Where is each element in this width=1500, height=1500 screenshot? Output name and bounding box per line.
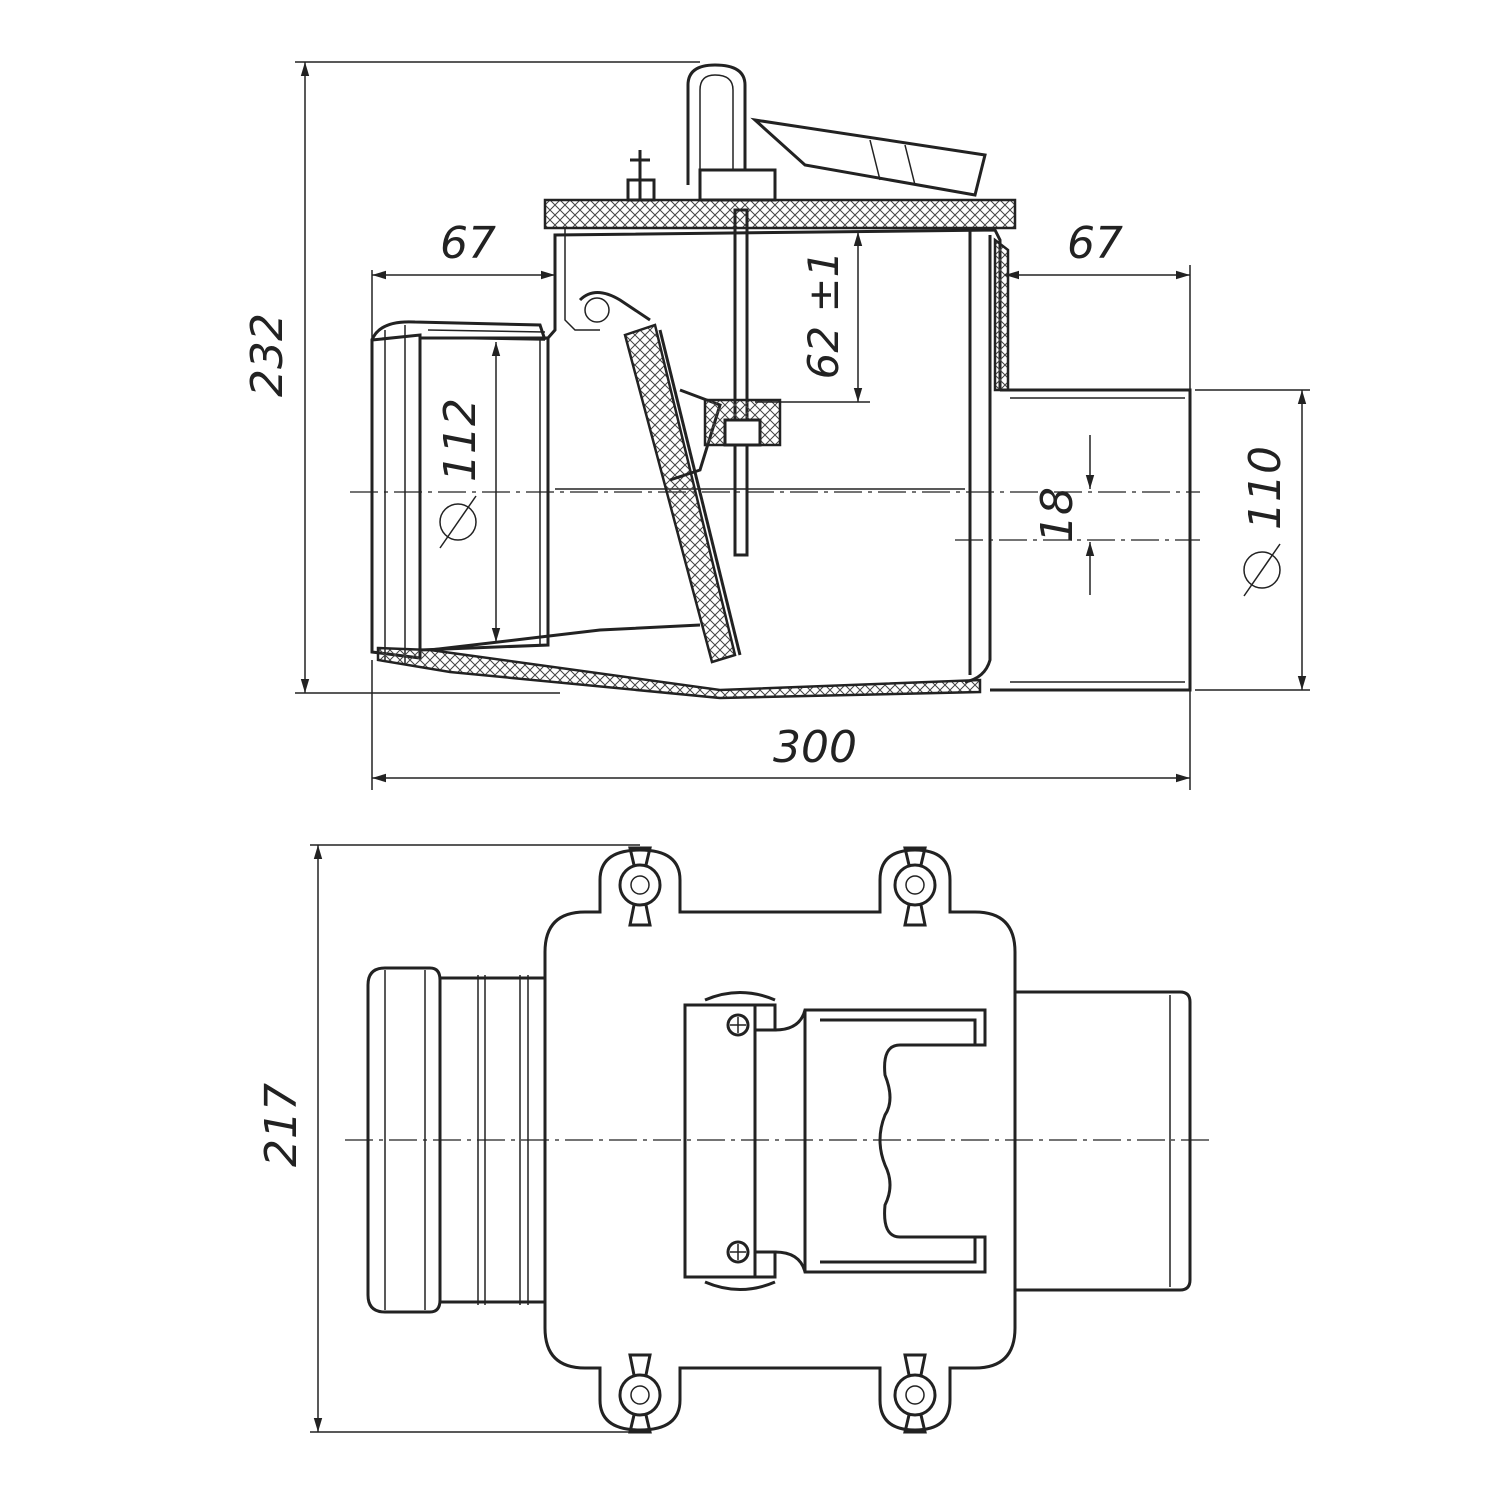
side-view: 232 67 67 112 62 ±1 18 bbox=[242, 61, 1310, 790]
wing-nut-top-left bbox=[618, 846, 662, 927]
inlet-socket bbox=[370, 320, 982, 700]
side-dimensions: 232 67 67 112 62 ±1 18 bbox=[242, 61, 1310, 790]
dim-outlet-diameter: 110 bbox=[1240, 446, 1291, 530]
check-flap bbox=[578, 291, 742, 664]
dim-total-width: 217 bbox=[256, 1083, 307, 1167]
top-lever-handle bbox=[683, 991, 987, 1291]
dim-outlet-length: 67 bbox=[1067, 218, 1123, 269]
wing-nut-bottom-right bbox=[893, 1353, 937, 1434]
dim-total-height: 232 bbox=[242, 313, 293, 397]
top-outlet-pipe bbox=[1015, 990, 1192, 1292]
top-housing bbox=[543, 848, 1017, 1432]
top-dimensions: 217 bbox=[256, 844, 640, 1433]
dim-flap-depth: 62 ±1 bbox=[799, 251, 848, 380]
dim-axis-offset: 18 bbox=[1032, 487, 1083, 543]
top-view: 217 bbox=[256, 844, 1215, 1434]
dim-total-length: 300 bbox=[773, 722, 857, 773]
lock-stem bbox=[626, 63, 987, 557]
wing-nut-top-right bbox=[893, 846, 937, 927]
outlet-diameter-symbol bbox=[1243, 543, 1281, 597]
wing-nut-bottom-left bbox=[618, 1353, 662, 1434]
inlet-diameter-symbol bbox=[439, 495, 477, 549]
dim-inlet-length: 67 bbox=[440, 218, 496, 269]
valve-housing bbox=[543, 198, 1017, 684]
dim-inlet-diameter: 112 bbox=[435, 398, 486, 482]
outlet-pipe bbox=[990, 388, 1192, 692]
